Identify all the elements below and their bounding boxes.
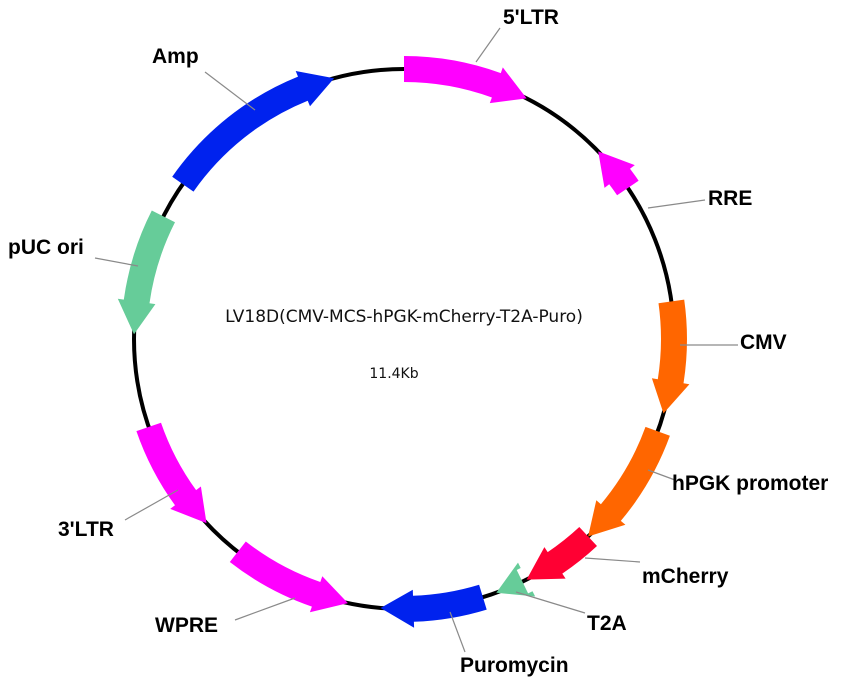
plasmid-name: LV18D(CMV-MCS-hPGK-mCherry-T2A-Puro) [225, 307, 583, 327]
feature-arrow-puc-ori [117, 210, 175, 335]
label-mcherry: mCherry [642, 565, 729, 588]
feature-arrow-amp [172, 71, 335, 192]
label-rre: RRE [708, 187, 752, 210]
leader-amp [204, 71, 256, 111]
feature-layer [117, 56, 690, 628]
label-5ltr: 5'LTR [503, 6, 559, 29]
leader-wpre [234, 597, 296, 621]
leader-puromycin [449, 611, 466, 653]
leader-t2a [515, 591, 586, 614]
leader-hpgk [647, 469, 676, 481]
leader-layer [94, 27, 738, 653]
label-wpre: WPRE [155, 614, 218, 637]
label-puc-ori: pUC ori [8, 236, 84, 259]
label-3ltr: 3'LTR [58, 518, 114, 541]
feature-arrow-cmv [651, 299, 690, 414]
feature-arrow-hpgk-promoter [588, 426, 670, 537]
leader-3ltr [124, 489, 179, 521]
label-hpgk-promoter: hPGK promoter [672, 472, 828, 495]
feature-arrow-3-ltr [136, 422, 207, 524]
label-cmv: CMV [740, 331, 787, 354]
feature-arrow-t2a [496, 562, 536, 597]
feature-arrow-wpre [229, 541, 348, 613]
leader-mcherry [584, 557, 641, 563]
leader-rre [647, 199, 706, 209]
plasmid-size: 11.4Kb [369, 366, 418, 382]
label-puromycin: Puromycin [460, 654, 569, 677]
feature-arrow-5-ltr [404, 56, 527, 104]
leader-puc [94, 257, 139, 267]
leader-5ltr [475, 27, 501, 63]
label-amp: Amp [152, 45, 199, 68]
feature-arrow-rre [598, 151, 639, 196]
label-t2a: T2A [587, 612, 627, 635]
feature-arrow-puromycin [380, 584, 487, 628]
feature-arrow-mcherry [526, 527, 597, 580]
